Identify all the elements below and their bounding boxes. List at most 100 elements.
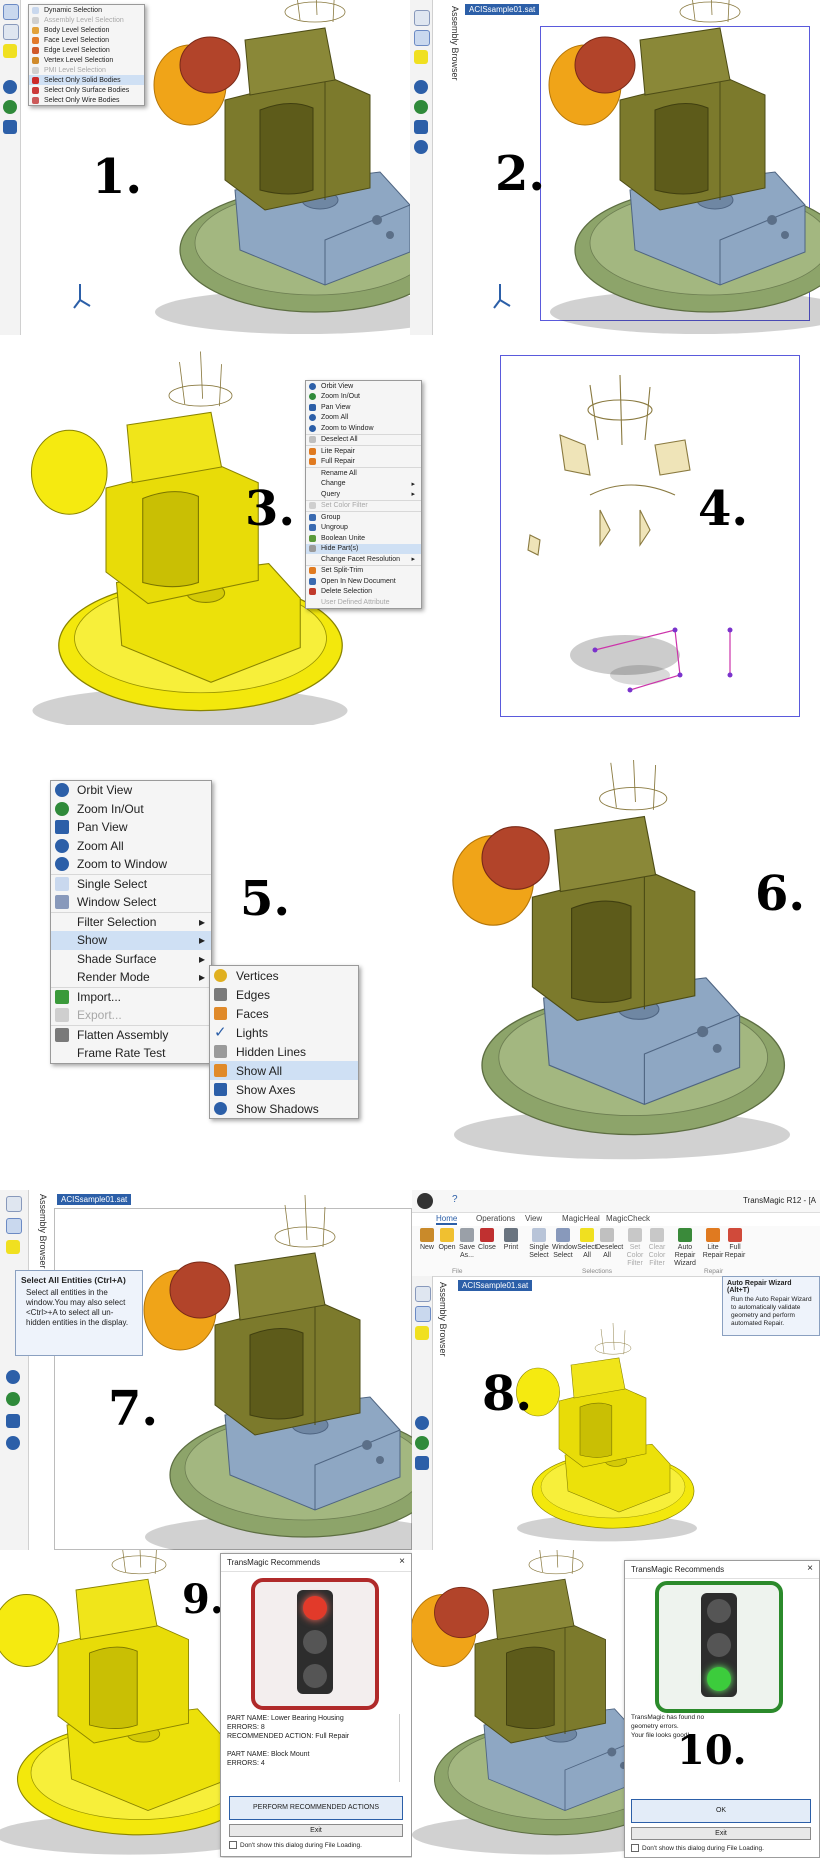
- menu-item-zoom-to-window[interactable]: Zoom to Window: [306, 423, 421, 434]
- ribbon-lite-repair-button[interactable]: Lite Repair: [702, 1228, 724, 1260]
- menu-item-select-only-surface-bodies[interactable]: Select Only Surface Bodies: [29, 85, 144, 95]
- menu-item-import[interactable]: Import...: [51, 988, 211, 1007]
- menu-item-dynamic-selection[interactable]: Dynamic Selection: [29, 5, 144, 15]
- app-logo-icon[interactable]: [417, 1193, 433, 1209]
- select-all-icon[interactable]: [3, 44, 17, 58]
- ribbon-window-select-button[interactable]: Window Select: [552, 1228, 577, 1260]
- pan-icon[interactable]: [414, 120, 428, 134]
- menu-item-show[interactable]: Show▸: [51, 931, 211, 950]
- ribbon-auto-repair-wizard-button[interactable]: Auto Repair Wizard: [674, 1228, 696, 1268]
- zoom-icon[interactable]: [6, 1392, 20, 1406]
- ribbon-new-button[interactable]: New: [416, 1228, 438, 1252]
- zoom-all-icon[interactable]: [414, 140, 428, 154]
- part-model-selected[interactable]: [412, 1190, 820, 1550]
- pointer-icon[interactable]: [414, 10, 430, 26]
- menu-item-vertices[interactable]: Vertices: [210, 966, 358, 985]
- menu-item-set-split-trim[interactable]: Set Split-Trim: [306, 566, 421, 577]
- menu-item-pan-view[interactable]: Pan View: [306, 402, 421, 413]
- menu-item-full-repair[interactable]: Full Repair: [306, 457, 421, 468]
- close-icon[interactable]: ×: [807, 1563, 813, 1574]
- select-all-icon[interactable]: [6, 1240, 20, 1254]
- ribbon-close-button[interactable]: Close: [476, 1228, 498, 1252]
- part-model[interactable]: [0, 1190, 412, 1550]
- menu-item-query[interactable]: Query▸: [306, 489, 421, 500]
- menu-item-set-color-filter[interactable]: Set Color Filter: [306, 501, 421, 512]
- ribbon-print-button[interactable]: Print: [500, 1228, 522, 1252]
- menu-item-shade-surface[interactable]: Shade Surface▸: [51, 950, 211, 969]
- menu-item-body-level-selection[interactable]: Body Level Selection: [29, 25, 144, 35]
- assembly-browser-tab[interactable]: Assembly Browser: [38, 1194, 48, 1269]
- part-model[interactable]: [410, 0, 820, 335]
- menu-item-face-level-selection[interactable]: Face Level Selection: [29, 35, 144, 45]
- menu-item-pmi-level-selection[interactable]: PMI Level Selection: [29, 65, 144, 75]
- help-icon[interactable]: ?: [452, 1194, 458, 1205]
- menu-item-deselect-all[interactable]: Deselect All: [306, 435, 421, 446]
- menu-item-user-defined-attribute[interactable]: User Defined Attribute: [306, 597, 421, 608]
- zoom-icon[interactable]: [3, 100, 17, 114]
- tab-operations[interactable]: Operations: [476, 1214, 516, 1223]
- menu-item-select-only-wire-bodies[interactable]: Select Only Wire Bodies: [29, 95, 144, 105]
- select-all-icon[interactable]: [414, 50, 428, 64]
- menu-item-orbit-view[interactable]: Orbit View: [306, 381, 421, 392]
- menu-item-show-all[interactable]: Show All: [210, 1061, 358, 1080]
- menu-item-hide-part-s[interactable]: Hide Part(s): [306, 543, 421, 554]
- ribbon-save-as-button[interactable]: Save As...: [456, 1228, 478, 1260]
- pointer-icon[interactable]: [415, 1286, 431, 1302]
- pan-icon[interactable]: [3, 120, 17, 134]
- window-select-icon[interactable]: [6, 1218, 22, 1234]
- select-all-icon[interactable]: [415, 1326, 429, 1340]
- menu-item-zoom-all[interactable]: Zoom All: [306, 413, 421, 424]
- exit-button[interactable]: Exit: [631, 1827, 811, 1840]
- menu-item-lights[interactable]: ✓Lights: [210, 1023, 358, 1042]
- dont-show-checkbox[interactable]: Don't show this dialog during File Loadi…: [631, 1844, 764, 1852]
- dont-show-checkbox[interactable]: Don't show this dialog during File Loadi…: [229, 1841, 362, 1849]
- menu-item-render-mode[interactable]: Render Mode▸: [51, 968, 211, 987]
- document-tab[interactable]: ACISsample01.sat: [57, 1194, 132, 1205]
- zoom-all-icon[interactable]: [6, 1436, 20, 1450]
- menu-item-flatten-assembly[interactable]: Flatten Assembly: [51, 1026, 211, 1045]
- ribbon-select-all-button[interactable]: Select All: [576, 1228, 598, 1260]
- menu-item-vertex-level-selection[interactable]: Vertex Level Selection: [29, 55, 144, 65]
- ok-button[interactable]: OK: [631, 1799, 811, 1823]
- menu-item-single-select[interactable]: Single Select: [51, 875, 211, 894]
- menu-item-boolean-unite[interactable]: Boolean Unite: [306, 533, 421, 544]
- menu-item-rename-all[interactable]: Rename All: [306, 468, 421, 479]
- menu-item-lite-repair[interactable]: Lite Repair: [306, 446, 421, 457]
- window-select-icon[interactable]: [415, 1306, 431, 1322]
- menu-item-hidden-lines[interactable]: Hidden Lines: [210, 1042, 358, 1061]
- window-select-icon[interactable]: [414, 30, 430, 46]
- tab-view[interactable]: View: [525, 1214, 543, 1223]
- menu-item-zoom-to-window[interactable]: Zoom to Window: [51, 855, 211, 874]
- pointer-icon[interactable]: [6, 1196, 22, 1212]
- menu-item-group[interactable]: Group: [306, 512, 421, 523]
- ribbon-clear-color-filter-button[interactable]: Clear Color Filter: [646, 1228, 668, 1268]
- menu-item-change[interactable]: Change▸: [306, 479, 421, 490]
- menu-item-zoom-in-out[interactable]: Zoom In/Out: [51, 800, 211, 819]
- document-tab[interactable]: ACISsample01.sat: [465, 4, 540, 15]
- orbit-icon[interactable]: [3, 80, 17, 94]
- menu-item-frame-rate-test[interactable]: Frame Rate Test: [51, 1044, 211, 1063]
- perform-actions-button[interactable]: PERFORM RECOMMENDED ACTIONS: [229, 1796, 403, 1820]
- menu-item-delete-selection[interactable]: Delete Selection: [306, 587, 421, 598]
- menu-item-show-axes[interactable]: Show Axes: [210, 1080, 358, 1099]
- exit-button[interactable]: Exit: [229, 1824, 403, 1837]
- remaining-parts[interactable]: [440, 345, 820, 725]
- menu-item-edge-level-selection[interactable]: Edge Level Selection: [29, 45, 144, 55]
- menu-item-pan-view[interactable]: Pan View: [51, 818, 211, 837]
- ribbon-single-select-button[interactable]: Single Select: [528, 1228, 550, 1260]
- tab-magicheal[interactable]: MagicHeal: [562, 1214, 600, 1223]
- menu-item-faces[interactable]: Faces: [210, 1004, 358, 1023]
- orbit-icon[interactable]: [6, 1370, 20, 1384]
- zoom-icon[interactable]: [414, 100, 428, 114]
- part-model[interactable]: [430, 760, 820, 1160]
- assembly-browser-tab[interactable]: Assembly Browser: [450, 6, 460, 81]
- menu-item-edges[interactable]: Edges: [210, 985, 358, 1004]
- menu-item-zoom-in-out[interactable]: Zoom In/Out: [306, 392, 421, 403]
- window-select-icon[interactable]: [3, 24, 19, 40]
- menu-item-show-shadows[interactable]: Show Shadows: [210, 1099, 358, 1118]
- menu-item-open-in-new-document[interactable]: Open In New Document: [306, 576, 421, 587]
- menu-item-select-only-solid-bodies[interactable]: Select Only Solid Bodies: [29, 75, 144, 85]
- ribbon-deselect-all-button[interactable]: Deselect All: [596, 1228, 623, 1260]
- ribbon-full-repair-button[interactable]: Full Repair: [724, 1228, 746, 1260]
- pan-icon[interactable]: [6, 1414, 20, 1428]
